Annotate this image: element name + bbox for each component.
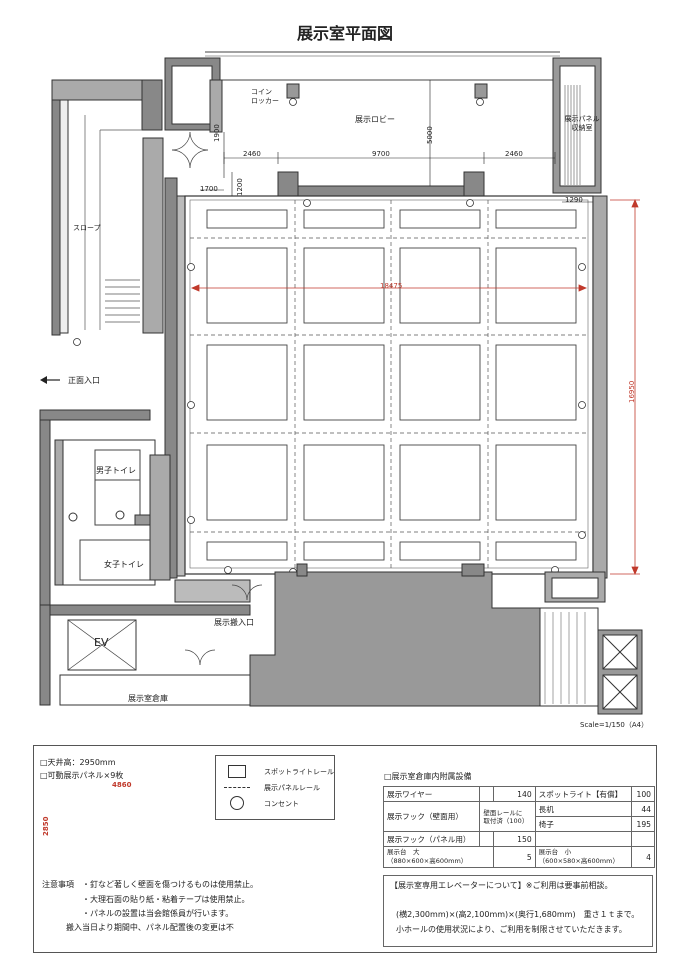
dim-1700: 1700 xyxy=(200,185,218,193)
panel-height: 2850 xyxy=(42,816,50,836)
eq-spot-count: 100 xyxy=(631,786,655,802)
note-3: ・パネルの設置は当会館係員が行います。 xyxy=(82,909,234,918)
warehouse-label: 展示室倉庫 xyxy=(128,694,168,703)
eq-stand-small-label: 展示台 小 xyxy=(538,848,572,856)
eq-stand-large-label: 展示台 大 xyxy=(387,848,420,856)
eq-stand-large-count: 5 xyxy=(492,846,536,868)
outlet-icon xyxy=(230,796,244,810)
info-panel xyxy=(33,745,657,953)
eq-stand-large-size: （880×600×高600mm） xyxy=(387,857,468,865)
ceiling-height: □天井高：2950mm xyxy=(40,758,116,767)
panel-width: 4860 xyxy=(112,781,132,789)
eq-spot: スポットライト【有償】 xyxy=(534,786,633,802)
scale-label: Scale=1/150（A4） xyxy=(580,721,649,729)
dim-2460-left: 2460 xyxy=(243,150,261,158)
elevator-info: 【展示室専用エレベーターについて】※ご利用は要事前相談。 (横2,300mm)×… xyxy=(383,875,653,947)
eq-stand-large: 展示台 大 （880×600×高600mm） xyxy=(383,846,494,868)
men-toilet-label: 男子トイレ xyxy=(96,466,136,475)
dim-16950: 16950 xyxy=(628,380,636,403)
symbol-legend: スポットライトレール 展示パネルレール コンセント xyxy=(215,755,335,820)
entrance-label: 正面入口 xyxy=(68,376,100,385)
eq-stand-small-count: 4 xyxy=(631,846,655,868)
dim-5000: 5000 xyxy=(426,126,434,144)
eq-hook-panel-count: 150 xyxy=(492,831,536,847)
eq-hook-panel: 展示フック（パネル用） xyxy=(382,831,481,847)
elevator-line-1: (横2,300mm)×(高2,100mm)×(奥行1,680mm) 重さ１ｔまで… xyxy=(396,910,640,919)
dim-9700: 9700 xyxy=(372,150,390,158)
legend-outlet: コンセント xyxy=(264,800,299,808)
dim-2460-right: 2460 xyxy=(505,150,523,158)
legend-spotlight-rail: スポットライトレール xyxy=(264,768,334,776)
dim-1290: 1290 xyxy=(565,196,583,204)
eq-wire-count: 140 xyxy=(492,786,536,802)
page-title: 展示室平面図 xyxy=(296,24,393,43)
loading-label: 展示搬入口 xyxy=(214,618,254,627)
ev-label: EV xyxy=(94,636,109,649)
spotlight-rail-icon xyxy=(228,765,246,778)
movable-panels: □可動展示パネル×9枚 xyxy=(40,771,124,780)
eq-wire: 展示ワイヤー xyxy=(382,786,481,802)
equipment-heading: □展示室倉庫内附属設備 xyxy=(384,772,472,781)
eq-stand-small: 展示台 小 （600×580×高600mm） xyxy=(534,846,633,868)
eq-hook-wall: 展示フック（壁面用） xyxy=(382,801,481,832)
slope-label: スロープ xyxy=(73,224,101,232)
note-2: ・大理石面の貼り紙・粘着テープは使用禁止。 xyxy=(82,895,250,904)
dim-18475: 18475 xyxy=(380,282,403,290)
women-toilet-label: 女子トイレ xyxy=(104,560,144,569)
eq-chair-count: 195 xyxy=(631,816,655,832)
eq-chair: 椅子 xyxy=(534,816,633,832)
equipment-table: 展示ワイヤー 140 スポットライト【有償】 100 展示フック（壁面用） 壁面… xyxy=(382,786,655,868)
panel-rail-icon xyxy=(224,787,250,788)
eq-stand-small-size: （600×580×高600mm） xyxy=(538,857,619,865)
panel-storage-label: 展示パネル 収納室 xyxy=(564,115,600,132)
legend-panel-rail: 展示パネルレール xyxy=(264,784,320,792)
lobby-label: 展示ロビー xyxy=(355,115,395,124)
eq-bench-count: 44 xyxy=(631,801,655,817)
eq-bench: 長机 xyxy=(534,801,633,817)
dim-1900: 1900 xyxy=(213,124,221,142)
note-1: ・釘など著しく壁面を傷つけるものは使用禁止。 xyxy=(82,880,258,889)
elevator-line-2: 小ホールの使用状況により、ご利用を制限させていただきます。 xyxy=(396,925,627,934)
dim-1200: 1200 xyxy=(236,178,244,196)
coin-locker-label: コイン ロッカー xyxy=(251,88,279,105)
elevator-heading: 【展示室専用エレベーターについて】※ご利用は要事前相談。 xyxy=(390,881,613,890)
eq-hook-wall-note: 壁面レールに 取付済（100） xyxy=(479,801,536,832)
notes-label: 注意事項 xyxy=(42,880,74,889)
floor-plan xyxy=(39,51,643,715)
note-4: 搬入当日より期間中、パネル配置後の変更は不 xyxy=(66,923,234,932)
